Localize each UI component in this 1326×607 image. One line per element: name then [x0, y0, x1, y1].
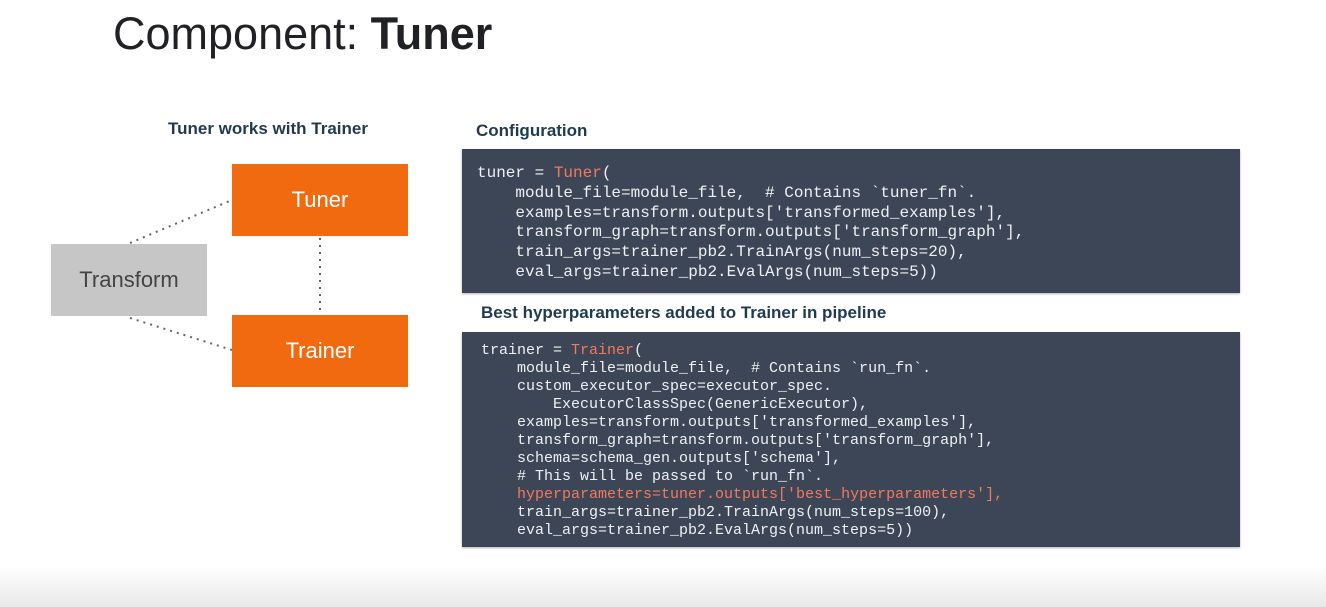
- code-text: trainer =: [481, 342, 572, 359]
- code-line: module_file=module_file, # Contains `run…: [481, 360, 1240, 378]
- code-line: module_file=module_file, # Contains `tun…: [477, 184, 1240, 204]
- code-text: ExecutorClassSpec(GenericExecutor),: [481, 396, 869, 413]
- tuner-code-block: tuner = Tuner( module_file=module_file, …: [462, 149, 1240, 293]
- best-hyperparameters-heading: Best hyperparameters added to Trainer in…: [481, 303, 887, 322]
- transform-node: Transform: [51, 244, 207, 316]
- code-line: custom_executor_spec=executor_spec.: [481, 378, 1240, 396]
- code-line: schema=schema_gen.outputs['schema'],: [481, 450, 1240, 468]
- slide-title: Component: Tuner: [113, 8, 493, 59]
- code-text: [481, 486, 517, 503]
- trainer-code-block: trainer = Trainer( module_file=module_fi…: [462, 332, 1240, 547]
- code-text: (: [634, 342, 644, 359]
- code-text: tuner =: [477, 164, 554, 182]
- code-line: examples=transform.outputs['transformed_…: [477, 204, 1240, 224]
- code-line: train_args=trainer_pb2.TrainArgs(num_ste…: [481, 504, 1240, 522]
- code-line: ExecutorClassSpec(GenericExecutor),: [481, 396, 1240, 414]
- highlighted-code: hyperparameters=tuner.outputs['best_hype…: [517, 486, 1004, 503]
- configuration-heading: Configuration: [476, 121, 588, 140]
- code-text: module_file=module_file, # Contains `run…: [481, 360, 932, 377]
- code-text: custom_executor_spec=executor_spec.: [481, 378, 833, 395]
- transform-trainer-line: [129, 317, 233, 351]
- bottom-fade: [0, 567, 1326, 607]
- tuner-node: Tuner: [232, 164, 408, 236]
- code-line: eval_args=trainer_pb2.EvalArgs(num_steps…: [481, 522, 1240, 540]
- code-text: eval_args=trainer_pb2.EvalArgs(num_steps…: [477, 262, 938, 281]
- code-line: trainer = Trainer(: [481, 342, 1240, 360]
- code-text: train_args=trainer_pb2.TrainArgs(num_ste…: [477, 243, 967, 262]
- code-text: transform_graph=transform.outputs['trans…: [481, 432, 995, 449]
- code-text: transform_graph=transform.outputs['trans…: [477, 223, 1025, 242]
- highlighted-code: Trainer: [571, 342, 635, 359]
- code-text: schema=schema_gen.outputs['schema'],: [481, 450, 842, 467]
- code-line: eval_args=trainer_pb2.EvalArgs(num_steps…: [477, 263, 1240, 283]
- trainer-node: Trainer: [232, 315, 408, 387]
- code-line: train_args=trainer_pb2.TrainArgs(num_ste…: [477, 243, 1240, 263]
- code-line: examples=transform.outputs['transformed_…: [481, 414, 1240, 432]
- code-text: examples=transform.outputs['transformed_…: [481, 414, 977, 431]
- code-line: hyperparameters=tuner.outputs['best_hype…: [481, 486, 1240, 504]
- code-text: # This will be passed to `run_fn`.: [481, 468, 824, 485]
- code-text: eval_args=trainer_pb2.EvalArgs(num_steps…: [481, 522, 914, 539]
- code-line: tuner = Tuner(: [477, 164, 1240, 184]
- transform-tuner-line: [129, 199, 233, 244]
- highlighted-code: Tuner: [553, 164, 602, 182]
- code-line: transform_graph=transform.outputs['trans…: [477, 223, 1240, 243]
- code-text: module_file=module_file, # Contains `tun…: [477, 183, 977, 202]
- code-text: examples=transform.outputs['transformed_…: [477, 203, 1006, 222]
- code-line: transform_graph=transform.outputs['trans…: [481, 432, 1240, 450]
- code-text: train_args=trainer_pb2.TrainArgs(num_ste…: [481, 504, 950, 521]
- code-line: # This will be passed to `run_fn`.: [481, 468, 1240, 486]
- code-text: (: [601, 164, 612, 182]
- diagram-heading: Tuner works with Trainer: [168, 119, 368, 138]
